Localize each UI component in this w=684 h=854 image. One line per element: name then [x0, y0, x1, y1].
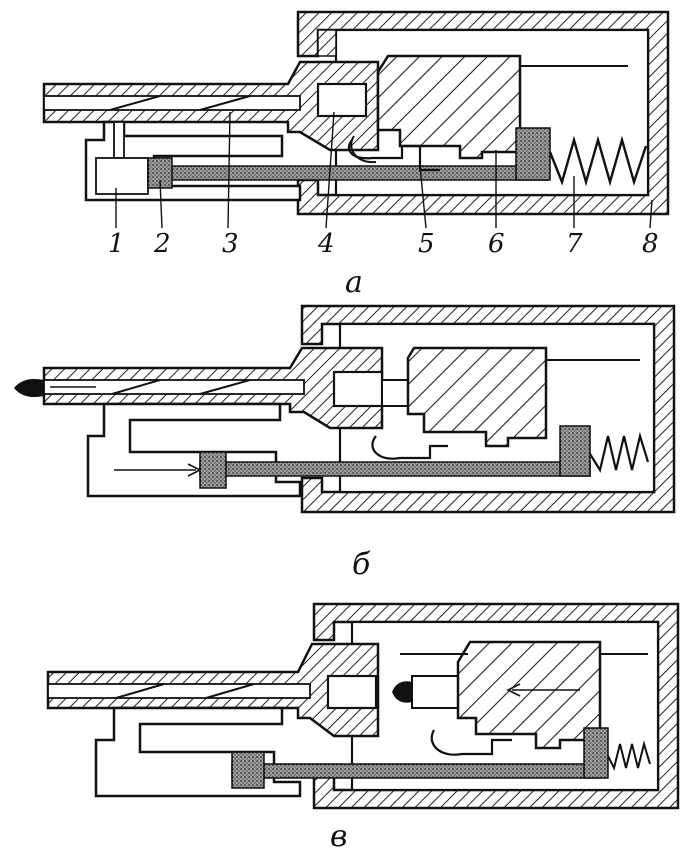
panel-c: в — [46, 602, 680, 854]
part-label-8: 8 — [642, 229, 659, 259]
caption-c: в — [330, 819, 347, 854]
part-label-1: 1 — [108, 229, 125, 259]
bolt-b — [406, 346, 548, 448]
part-label-3: 3 — [222, 229, 239, 259]
panel-a: 1 2 3 4 5 6 7 8 a — [42, 10, 670, 300]
part-label-5: 5 — [418, 229, 435, 259]
cartridge-a — [316, 82, 368, 118]
bolt-c — [456, 640, 602, 750]
caption-b: б — [352, 547, 371, 582]
bolt-a — [376, 54, 522, 160]
panel-b: б — [14, 304, 676, 582]
part-label-6: 6 — [488, 229, 505, 259]
spring-c — [607, 740, 651, 771]
piston-rod-a — [147, 165, 549, 181]
projectile-b — [14, 378, 44, 398]
piston-rod-c — [231, 763, 601, 779]
casing-c — [312, 602, 680, 810]
spring-a — [548, 135, 648, 187]
spring-b — [589, 431, 650, 473]
gas-chamber-c — [94, 706, 302, 798]
gas-chamber-b — [86, 402, 302, 498]
spent-case-c — [392, 681, 412, 703]
casing-b — [300, 304, 676, 514]
part-label-4: 4 — [317, 229, 335, 259]
part-label-2: 2 — [153, 229, 171, 259]
part-label-7: 7 — [566, 229, 583, 259]
caption-a: a — [345, 265, 363, 300]
piston-rod-b — [199, 461, 591, 477]
